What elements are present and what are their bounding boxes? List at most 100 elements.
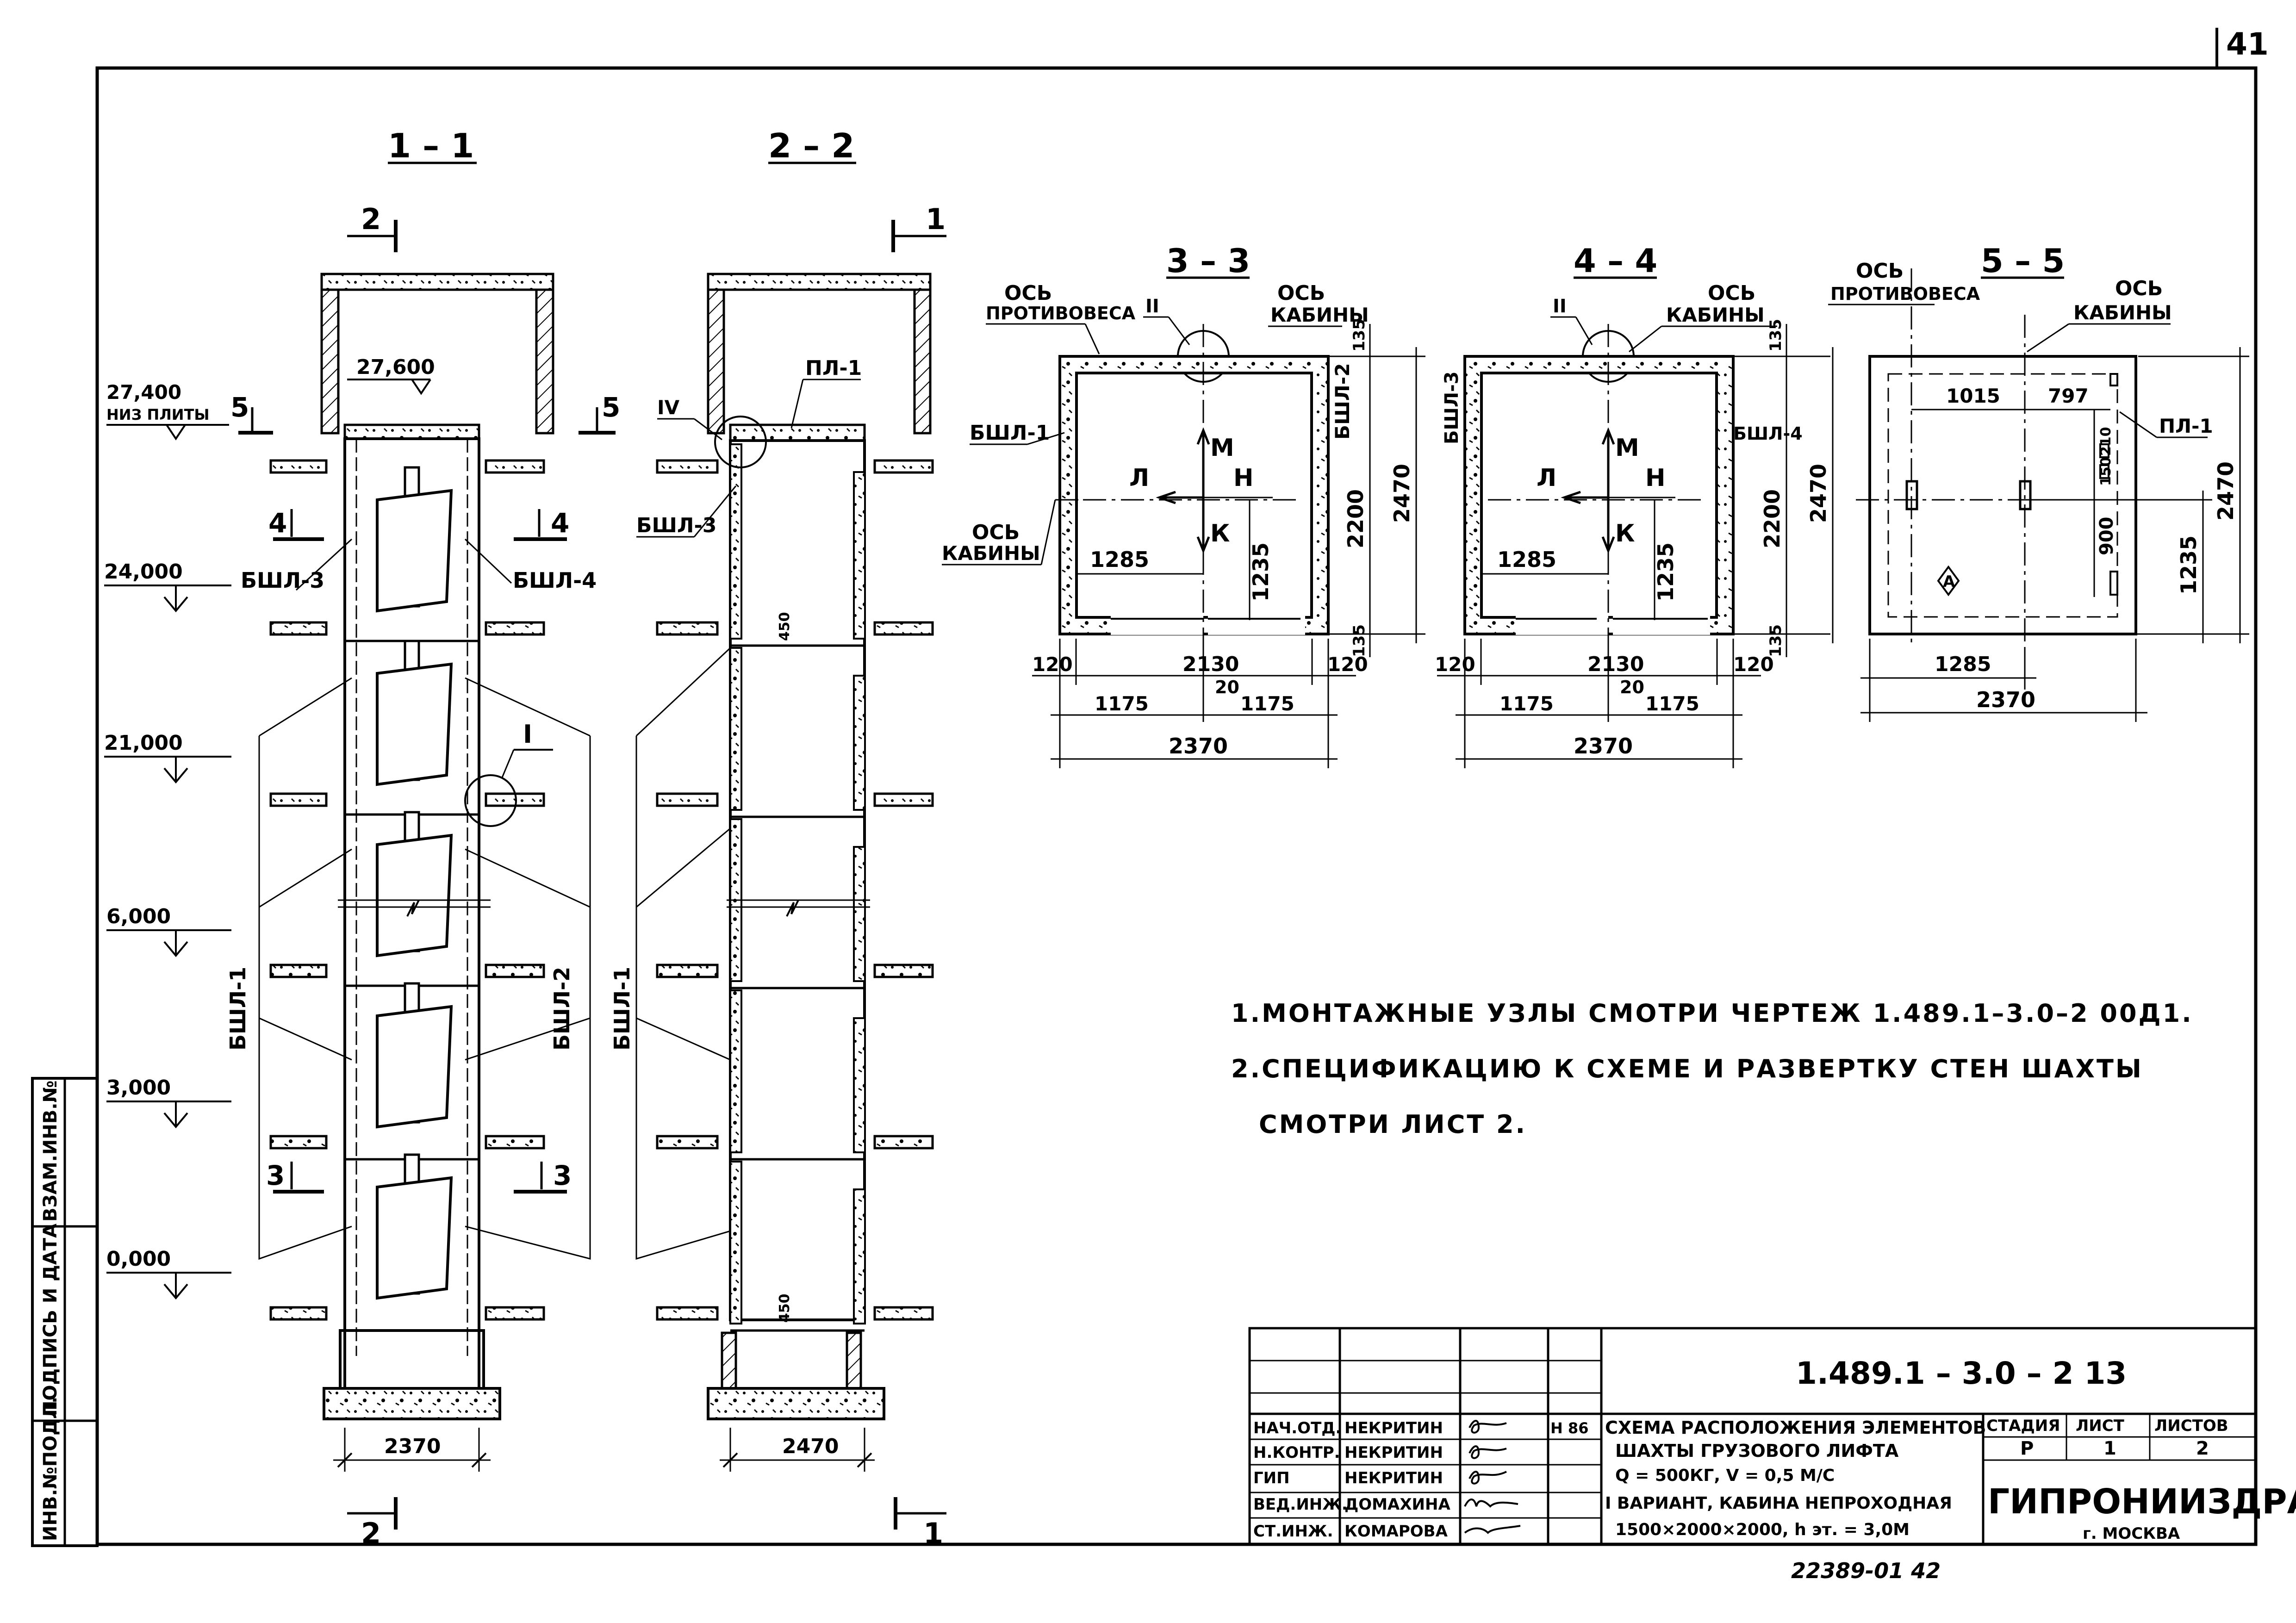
gap-dim: 450 — [777, 612, 793, 641]
dim-value: 2470 — [1389, 464, 1414, 523]
axis-label: ОСЬ — [972, 521, 1020, 544]
dim-value: 135 — [1350, 319, 1369, 352]
level-value: 3,000 — [106, 1076, 171, 1100]
floor-slab — [873, 964, 934, 978]
dim-value: 1285 — [1090, 547, 1149, 572]
floor-slab — [485, 459, 545, 474]
dim-value: 2370 — [1574, 734, 1633, 759]
dim-value: 20 — [1620, 677, 1644, 697]
floor-slab — [873, 792, 934, 807]
cut-mark: 2 — [361, 202, 381, 236]
sheets-value: 2 — [2196, 1438, 2209, 1459]
arrow-label: Л — [1537, 464, 1556, 492]
axis-label: КАБИНЫ — [2073, 301, 2172, 324]
signatures — [1464, 1420, 1521, 1534]
panel-label: БШЛ-1 — [225, 967, 250, 1051]
dim-value: 2470 — [782, 1435, 839, 1458]
side-stamp-inv: ИНВ.№ПОДЛ. — [40, 1397, 61, 1541]
stamp-role: НАЧ.ОТД. — [1253, 1419, 1341, 1437]
floor-slab — [656, 459, 719, 474]
cut-mark: 1 — [923, 1517, 943, 1550]
level-note: НИЗ ПЛИТЫ — [106, 406, 210, 423]
axis-label: КАБИНЫ — [942, 542, 1040, 565]
stamp-role: Н.КОНТР. — [1253, 1443, 1340, 1462]
drawing-code: 1.489.1 – 3.0 – 2 13 — [1796, 1356, 2127, 1391]
level-value: 24,000 — [104, 560, 183, 584]
dim-value: 120 — [1435, 653, 1475, 676]
panel-label: БШЛ-4 — [513, 568, 597, 593]
axis-label: ОСЬ — [1708, 281, 1755, 305]
section-title: 5 – 5 — [1981, 242, 2065, 280]
sheet-label: ЛИСТ — [2076, 1417, 2125, 1435]
arrow-label: Н — [1233, 464, 1254, 492]
dim-value: 1285 — [1935, 653, 1991, 676]
cut-mark: 5 — [230, 392, 249, 423]
section-2-2: 2 – 2 1 1 ПЛ-1 IV БШЛ-3 БШЛ-1 450 450 — [610, 126, 946, 1550]
cut-mark: 3 — [266, 1160, 285, 1191]
level-value: 6,000 — [106, 905, 171, 928]
stamp-name: НЕКРИТИН — [1344, 1469, 1443, 1487]
symbol: А — [1943, 572, 1955, 591]
side-stamp-vzam: ВЗАМ.ИНВ.№ — [40, 1080, 61, 1222]
section-title: 1 – 1 — [388, 126, 474, 165]
dim-value: 210 — [2098, 427, 2114, 456]
axis-label: ПРОТИВОВЕСА — [986, 303, 1136, 323]
stamp-date: Н 86 — [1550, 1419, 1588, 1437]
stamp-role: СТ.ИНЖ. — [1253, 1522, 1333, 1541]
floor-slab — [269, 621, 328, 636]
cut-mark: 3 — [553, 1160, 572, 1191]
stamp-name: ДОМАХИНА — [1344, 1495, 1450, 1514]
axis-label: ОСЬ — [1277, 281, 1325, 305]
level-marks: 27,400 НИЗ ПЛИТЫ 24,000 21,000 6,000 3,0… — [104, 381, 231, 1300]
floor-slab — [656, 964, 719, 978]
detail-mark: II — [1145, 296, 1159, 317]
floor-slab — [485, 1306, 545, 1321]
stamp-name: КОМАРОВА — [1344, 1522, 1448, 1541]
dim-value: 1175 — [1240, 692, 1294, 715]
panel-label: БШЛ-3 — [636, 514, 716, 537]
dim-value: 135 — [1350, 624, 1369, 657]
floor-slab — [269, 459, 328, 474]
dim-value: 120 — [1032, 653, 1073, 676]
door-panel — [376, 489, 453, 613]
note-line: СМОТРИ ЛИСТ 2. — [1259, 1110, 1527, 1139]
general-notes: 1.МОНТАЖНЫЕ УЗЛЫ СМОТРИ ЧЕРТЕЖ 1.489.1–3… — [1231, 986, 2191, 1152]
panel-label: БШЛ-3 — [1441, 371, 1462, 444]
dim-value: 135 — [1767, 624, 1785, 657]
section-4-4: 4 – 4 ОСЬ КАБИНЫ II М Л Н К БШЛ-3 БШЛ-4 … — [1435, 242, 1834, 768]
dim-value: 2370 — [384, 1435, 441, 1458]
dim-value: 120 — [1327, 653, 1368, 676]
panel-label: ПЛ-1 — [2159, 415, 2213, 437]
axis-label: ОСЬ — [1856, 259, 1904, 283]
arrow-label: К — [1615, 520, 1635, 547]
panel-label: БШЛ-1 — [610, 967, 635, 1051]
dim-value: 1235 — [1248, 542, 1273, 602]
cut-mark: 2 — [361, 1517, 381, 1550]
axis-label: ОСЬ — [2115, 277, 2163, 300]
panel-label: БШЛ-3 — [241, 568, 324, 593]
section-1-1: 1 – 1 2 2 27,600 5 5 4 4 3 — [225, 126, 620, 1550]
panel-label: ПЛ-1 — [805, 356, 862, 380]
floor-slab — [269, 1135, 328, 1150]
panel-label: БШЛ-2 — [1331, 363, 1354, 440]
dim-value: 1235 — [1653, 542, 1678, 602]
door-panel — [376, 1005, 453, 1129]
floor-slab — [269, 792, 328, 807]
cut-mark: 4 — [551, 507, 569, 539]
level-value: 27,400 — [106, 381, 181, 404]
section-title: 4 – 4 — [1574, 242, 1657, 280]
section-title: 3 – 3 — [1166, 242, 1250, 280]
dim-value: 1285 — [1497, 547, 1556, 572]
sheets-label: ЛИСТОВ — [2154, 1417, 2228, 1435]
floor-slab — [873, 621, 934, 636]
dim-value: 150 — [2098, 457, 2114, 486]
dim-value: 2470 — [1806, 464, 1831, 523]
section-title: 2 – 2 — [768, 126, 854, 165]
door-panel — [376, 1176, 453, 1300]
dim-value: 1175 — [1500, 692, 1554, 715]
cut-mark: 5 — [602, 392, 620, 423]
detail-mark: I — [523, 720, 532, 749]
floor-slab — [269, 964, 328, 978]
axis-label: КАБИНЫ — [1270, 304, 1369, 326]
panel-label: БШЛ-4 — [1733, 423, 1803, 444]
